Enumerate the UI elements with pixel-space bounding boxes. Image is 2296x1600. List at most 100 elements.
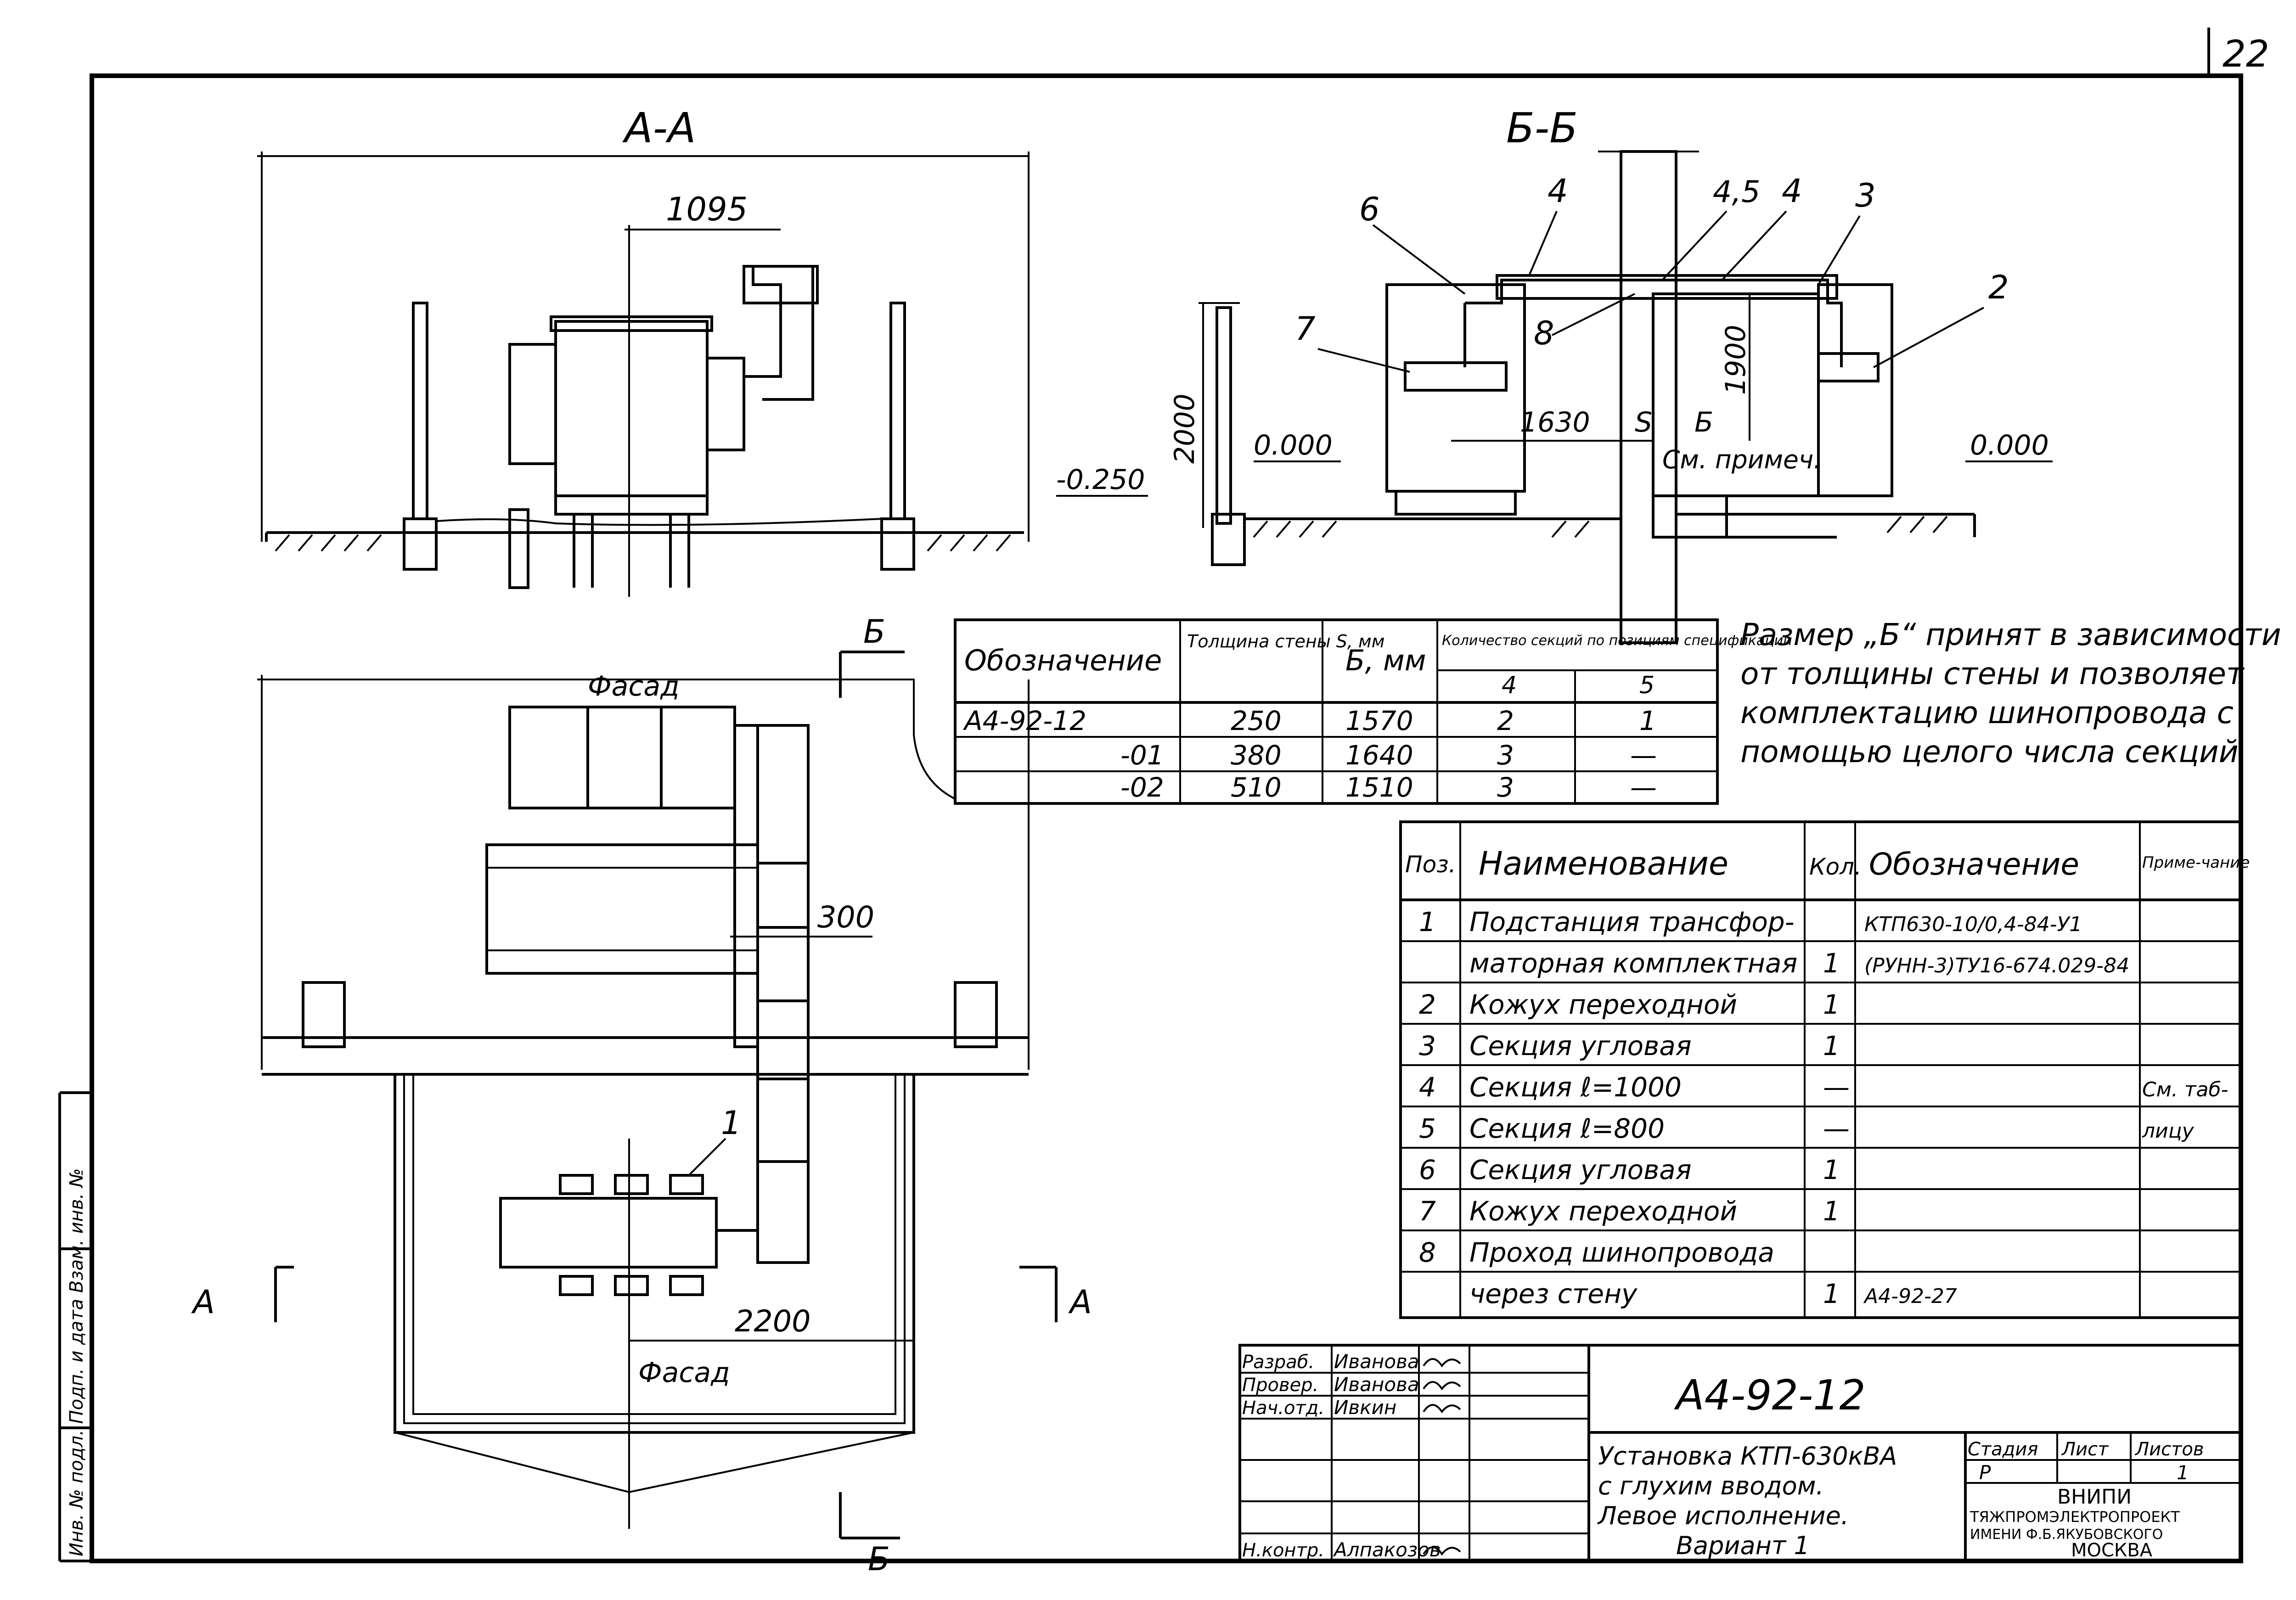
spec-cell: 1 xyxy=(1823,989,1840,1020)
tb-name-1: Иванова xyxy=(1334,1373,1419,1396)
plan-view: Б Фасад 300 xyxy=(191,613,1092,1578)
signature-scribble xyxy=(1423,1381,1461,1391)
wall-table-r1-c3: 3 xyxy=(1497,740,1514,771)
plan-dim-2200: 2200 xyxy=(735,1304,810,1339)
tb-stage-header: Стадия xyxy=(1968,1439,2038,1460)
plan-callout-1: 1 xyxy=(721,1104,742,1142)
tb-org-line-3: ИМЕНИ Ф.Б.ЯКУБОВСКОГО xyxy=(1970,1527,2163,1543)
tb-stage: Р xyxy=(1979,1461,1991,1484)
plan-dim-300: 300 xyxy=(817,900,874,935)
signature-scribble xyxy=(1423,1358,1461,1368)
wall-table-r1-c4: — xyxy=(1630,740,1657,771)
tb-title-line-3: Левое исполнение. xyxy=(1597,1501,1849,1530)
wall-table-r0-c4: 1 xyxy=(1639,705,1656,736)
spec-header-qty: Кол. xyxy=(1809,853,1862,880)
tb-name-2: Ивкин xyxy=(1334,1396,1396,1419)
spec-header-name: Наименование xyxy=(1479,845,1728,882)
spec-cell: 7 xyxy=(1419,1196,1436,1227)
wall-table-r2-c3: 3 xyxy=(1497,772,1514,803)
wall-table-r2-c1: 510 xyxy=(1231,772,1282,803)
tb-sheets-header: Листов xyxy=(2134,1439,2204,1460)
tb-role-2: Нач.отд. xyxy=(1242,1398,1324,1419)
note-line-4: помощью целого числа секций xyxy=(1740,734,2239,769)
bb-level-zero-left: 0.000 xyxy=(1254,429,1333,461)
note-line-2: от толщины стены и позволяет xyxy=(1740,656,2245,691)
tb-sheets-total: 1 xyxy=(2177,1461,2189,1484)
section-bb-title: Б-Б xyxy=(1506,104,1578,152)
bb-dim-1630: 1630 xyxy=(1520,406,1590,438)
tb-org-line-1: ВНИПИ xyxy=(2057,1485,2132,1509)
wall-table-header-qty: Количество секций по позициям спецификац… xyxy=(1442,633,1792,649)
sheet-number: 22 xyxy=(2223,33,2269,75)
tb-role-0: Разраб. xyxy=(1242,1352,1314,1373)
bb-callout-4b: 4 xyxy=(1782,172,1802,210)
bb-callout-3: 3 xyxy=(1855,177,1876,214)
spec-header-pos: Поз. xyxy=(1405,851,1456,878)
spec-cell: 4 xyxy=(1419,1072,1436,1103)
spec-cell: Секция ℓ=800 xyxy=(1469,1113,1665,1144)
section-aa: А-А 1095 xyxy=(257,104,1030,597)
spec-cell: 5 xyxy=(1419,1113,1436,1144)
tb-title-line-4: Вариант 1 xyxy=(1676,1531,1810,1560)
tb-title-line-1: Установка КТП-630кВА xyxy=(1598,1442,1897,1471)
section-bb: Б-Б 2000 1900 1630 S Б См. примеч. -0.25… xyxy=(1056,104,2053,644)
bb-dim-2000: 2000 xyxy=(1169,393,1201,464)
tb-sheet-header: Лист xyxy=(2061,1439,2109,1460)
aa-dim-1095: 1095 xyxy=(666,191,748,228)
spec-cell: Кожух переходной xyxy=(1469,1196,1737,1227)
spec-cell: КТП630-10/0,4-84-У1 xyxy=(1864,913,2082,936)
wall-table-header-designation: Обозначение xyxy=(964,644,1162,677)
wall-table-r0-c1: 250 xyxy=(1231,705,1282,736)
cut-a-right: А xyxy=(1068,1283,1092,1321)
bb-callout-2: 2 xyxy=(1988,269,2009,306)
bb-callout-8: 8 xyxy=(1534,314,1554,352)
bb-dim-s: S xyxy=(1635,406,1652,438)
spec-cell: Проход шинопровода xyxy=(1469,1237,1774,1268)
note-line-1: Размер „Б“ принят в зависимости xyxy=(1740,617,2281,652)
cut-b-bottom: Б xyxy=(868,1540,890,1578)
wall-table-r2-c0: -02 xyxy=(1120,772,1164,803)
wall-table-sub-4: 4 xyxy=(1502,672,1517,699)
spec-cell: Кожух переходной xyxy=(1469,989,1737,1020)
spec-cell: — xyxy=(1823,1113,1850,1144)
tb-org-line-2: ТЯЖПРОМЭЛЕКТРОПРОЕКТ xyxy=(1970,1508,2180,1526)
bb-dim-1900: 1900 xyxy=(1720,325,1752,395)
tb-title-line-2: с глухим вводом. xyxy=(1598,1471,1824,1500)
bb-callout-7: 7 xyxy=(1295,310,1316,348)
wall-table-r2-c2: 1510 xyxy=(1345,772,1413,803)
plan-facade-bottom: Фасад xyxy=(638,1357,730,1389)
wall-thickness-table: Обозначение Толщина стены S, мм Б, мм Ко… xyxy=(954,618,1792,805)
signature-scribble xyxy=(1423,1404,1461,1414)
wall-table-header-b: Б, мм xyxy=(1345,644,1426,677)
spec-cell: 8 xyxy=(1419,1237,1436,1268)
spec-cell: 1 xyxy=(1823,1278,1840,1309)
spec-cell: (РУНН-3)ТУ16-674.029-84 xyxy=(1864,954,2129,977)
wall-table-r0-c0: А4-92-12 xyxy=(962,705,1086,736)
wall-table-header-thickness: Толщина стены S, мм xyxy=(1187,631,1384,651)
spec-cell: — xyxy=(1823,1072,1850,1103)
bb-callout-45: 4,5 xyxy=(1713,175,1760,209)
spec-cell: 1 xyxy=(1823,1154,1840,1185)
spec-cell: 1 xyxy=(1823,1030,1840,1061)
tb-name-0: Иванова xyxy=(1334,1350,1419,1373)
tb-name-5: Алпакозов xyxy=(1333,1538,1441,1561)
side-stamp-text: Инв. № подл. Подп. и дата Взам. инв. № xyxy=(66,1168,87,1556)
wall-table-r0-c3: 2 xyxy=(1497,705,1514,736)
wall-table-r2-c4: — xyxy=(1630,772,1657,803)
tb-designation: А4-92-12 xyxy=(1674,1371,1866,1420)
spec-cell: 3 xyxy=(1419,1030,1436,1061)
tb-role-5: Н.контр. xyxy=(1242,1540,1324,1561)
spec-cell: маторная комплектная xyxy=(1469,948,1797,979)
spec-header-note: Приме-чание xyxy=(2142,853,2250,872)
spec-cell: Секция ℓ=1000 xyxy=(1469,1072,1682,1103)
spec-header-designation: Обозначение xyxy=(1869,847,2079,882)
spec-cell: 1 xyxy=(1823,1196,1840,1227)
spec-cell: через стену xyxy=(1469,1278,1638,1309)
note-block: Размер „Б“ принят в зависимости от толщи… xyxy=(1740,617,2281,769)
wall-table-r0-c2: 1570 xyxy=(1345,705,1413,736)
spec-cell: А4-92-27 xyxy=(1863,1285,1957,1308)
specification-table: Поз. Наименование Кол. Обозначение Приме… xyxy=(1399,820,2250,1319)
section-aa-title: А-А xyxy=(622,104,696,152)
plan-facade-top: Фасад xyxy=(588,670,680,702)
